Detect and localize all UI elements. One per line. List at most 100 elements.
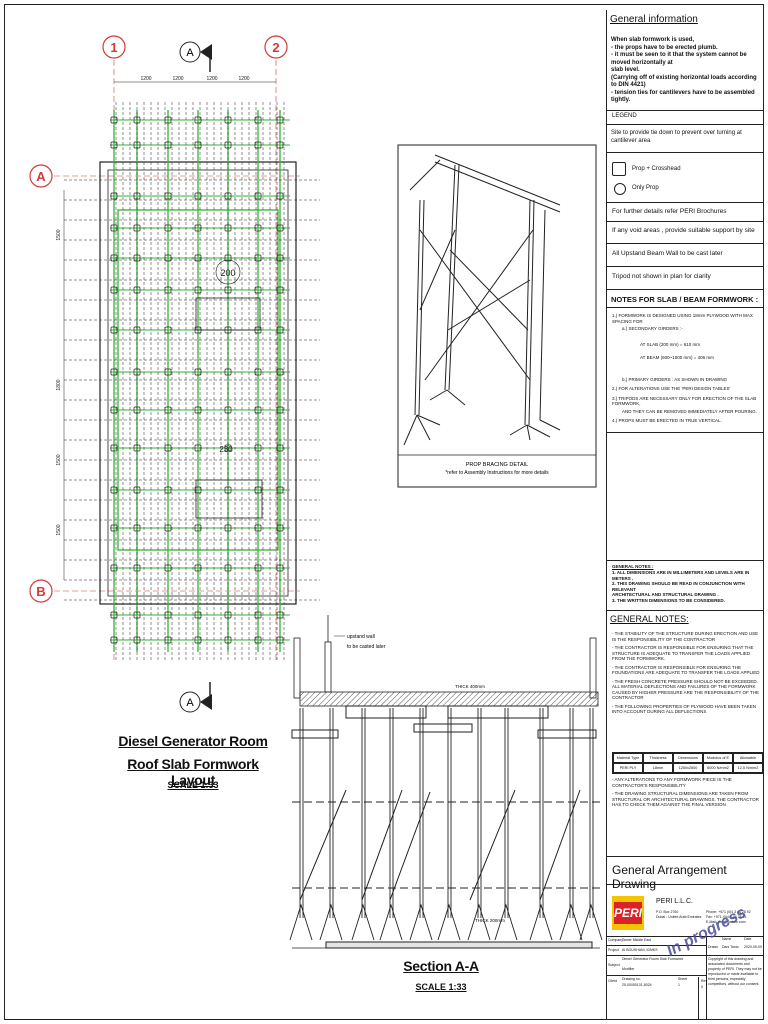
grid-label-2: 2	[272, 40, 279, 55]
general-notes-small-line: ARCHITECTURAL AND STRUCTURAL DRAWING .	[612, 592, 719, 597]
legend-prop-crosshead-icon	[612, 162, 626, 176]
grid-bubble-a	[29, 164, 53, 188]
prop-symbol	[254, 486, 262, 494]
date-value: 2020-09-09	[744, 945, 762, 949]
prop-symbol	[164, 406, 172, 414]
grid-bubble-b	[29, 579, 53, 603]
section-prop	[467, 708, 491, 941]
section-note-wall: upstand wall	[347, 634, 375, 640]
timber-beams	[64, 102, 320, 660]
general-notes-line: - THE CONTRACTOR IS RESPONSIBLE FOR ENSU…	[612, 664, 760, 676]
prop-symbol	[276, 486, 284, 494]
prop-symbol	[276, 286, 284, 294]
general-info-line: (Carrying off of existing horizontal loa…	[611, 74, 757, 89]
sheet-label: Sheet	[678, 977, 688, 981]
primary-girders	[113, 110, 281, 652]
prop-symbol	[276, 254, 284, 262]
drawn-label: Drawn	[708, 945, 719, 949]
prop-symbol	[224, 368, 232, 376]
plywood-table-cell: 18mm	[643, 763, 673, 773]
prop-symbol	[254, 406, 262, 414]
prop-symbol	[164, 524, 172, 532]
prop-symbol	[254, 636, 262, 644]
project-label: Project	[608, 948, 619, 952]
prop-symbol	[254, 116, 262, 124]
general-notes-small-line: 2. THIS DRAWING SHOULD BE READ IN CONJUN…	[612, 581, 745, 592]
section-note-wall-2: to be casted later	[347, 644, 386, 650]
legend-heading: LEGEND	[612, 113, 637, 119]
general-info-line: slab level.	[611, 67, 640, 73]
prop-symbol	[133, 406, 141, 414]
prop-symbol	[133, 564, 141, 572]
dim-left-1500-c: 1500	[56, 524, 62, 535]
prop-symbol	[110, 116, 118, 124]
detail-caption: PROP BRACING DETAIL	[466, 462, 528, 468]
general-info-lines: When slab formwork is used,- the props h…	[611, 37, 761, 105]
company-row-label: Company	[608, 938, 623, 942]
prop-symbol	[224, 141, 232, 149]
company-city: Dubai - United Arab Emirates	[656, 915, 702, 919]
prop-symbol	[194, 368, 202, 376]
prop-symbol	[133, 524, 141, 532]
section-prop	[289, 708, 313, 941]
prop-symbol	[133, 254, 141, 262]
prop-symbol	[224, 192, 232, 200]
prop-symbol	[276, 406, 284, 414]
label-230: 230	[219, 445, 233, 454]
grid-bubble-1	[102, 35, 126, 59]
general-notes-line: - THE STABILITY OF THE STRUCTURE DURING …	[612, 631, 759, 642]
label-200: 200	[220, 268, 235, 278]
company-email: E-Mail: peri@perime.com	[706, 920, 746, 924]
detail-subcaption: *refer to Assembly Instructions for more…	[445, 470, 549, 476]
prop-symbol	[254, 141, 262, 149]
prop-bracing-detail-frame	[397, 144, 597, 488]
prop-symbol	[224, 636, 232, 644]
prop-symbol	[254, 564, 262, 572]
prop-symbol	[194, 116, 202, 124]
legend-tripod: Tripod not shown in plan for clarity	[612, 273, 711, 280]
company-contact: Phone: +971 (0)4 3 46 28 92 Fax: +971 (0…	[706, 910, 751, 925]
dim-1200-b: 1200	[172, 76, 183, 82]
prop-symbol	[110, 286, 118, 294]
general-notes-line: - ANY ALTERATIONS TO ANY FORMWORK PIECE …	[612, 777, 732, 788]
general-notes-lines: - THE STABILITY OF THE STRUCTURE DURING …	[612, 631, 762, 718]
notes-slab-line: 2.) FOR ALTERATIONS USE THE 'PERI DESIGN…	[612, 386, 731, 391]
prop-symbol	[110, 224, 118, 232]
prop-symbol	[194, 254, 202, 262]
copyright-text: Copyright of this drawing and associated…	[708, 957, 762, 986]
dim-left-1500-b: 1500	[56, 454, 62, 465]
prop-symbol	[194, 444, 202, 452]
general-notes-line: - THE CONTRACTOR IS RESPONSIBLE FOR ENSU…	[612, 645, 754, 661]
prop-symbol	[194, 406, 202, 414]
section-title: Section A-A	[403, 958, 479, 974]
prop-symbol	[110, 564, 118, 572]
prop-symbol	[194, 636, 202, 644]
general-notes-small-lines: 1. ALL DIMENSIONS ARE IN MILLIMETERS AND…	[612, 570, 762, 603]
peri-logo: PERI	[612, 896, 644, 930]
prop-symbol	[194, 486, 202, 494]
prop-symbol	[224, 611, 232, 619]
general-notes-small-line: 3. THE WRITTEN DIMENSIONS TO BE CONSIDER…	[612, 597, 725, 603]
notes-slab-line: AND THEY CAN BE REMOVED IMMEDIATELY AFTE…	[622, 408, 757, 414]
prop-symbol	[224, 524, 232, 532]
drawing-type-title: General Arrangement Drawing	[612, 863, 727, 891]
prop-symbol	[164, 141, 172, 149]
legend-upstand: All Upstand Beam Wall to be cast later	[612, 250, 723, 257]
company-address: P.O. Box 2760 Dubai - United Arab Emirat…	[656, 910, 701, 920]
peri-logo-text: PERI	[614, 902, 642, 924]
project-value: AI BOUSHANI, IDMKS	[622, 948, 658, 952]
prop-symbol	[110, 141, 118, 149]
notes-slab-line: AT SLAB (200 mm) = 610 mm	[640, 341, 700, 347]
prop-symbol	[194, 192, 202, 200]
prop-symbol	[164, 254, 172, 262]
notes-slab-line: a.) SECONDARY GIRDERS :-	[622, 326, 683, 331]
prop-symbol	[133, 486, 141, 494]
prop-symbol	[276, 636, 284, 644]
general-info-line: - the props have to be erected plumb.	[611, 44, 718, 51]
subject-value: Diesel Generator Room Slab Formwork	[622, 957, 684, 961]
prop-symbol	[276, 564, 284, 572]
legend-item-1: Prop + Crosshead	[632, 166, 681, 172]
section-prop	[494, 708, 518, 941]
company-po-box: P.O. Box 2760	[656, 910, 679, 914]
